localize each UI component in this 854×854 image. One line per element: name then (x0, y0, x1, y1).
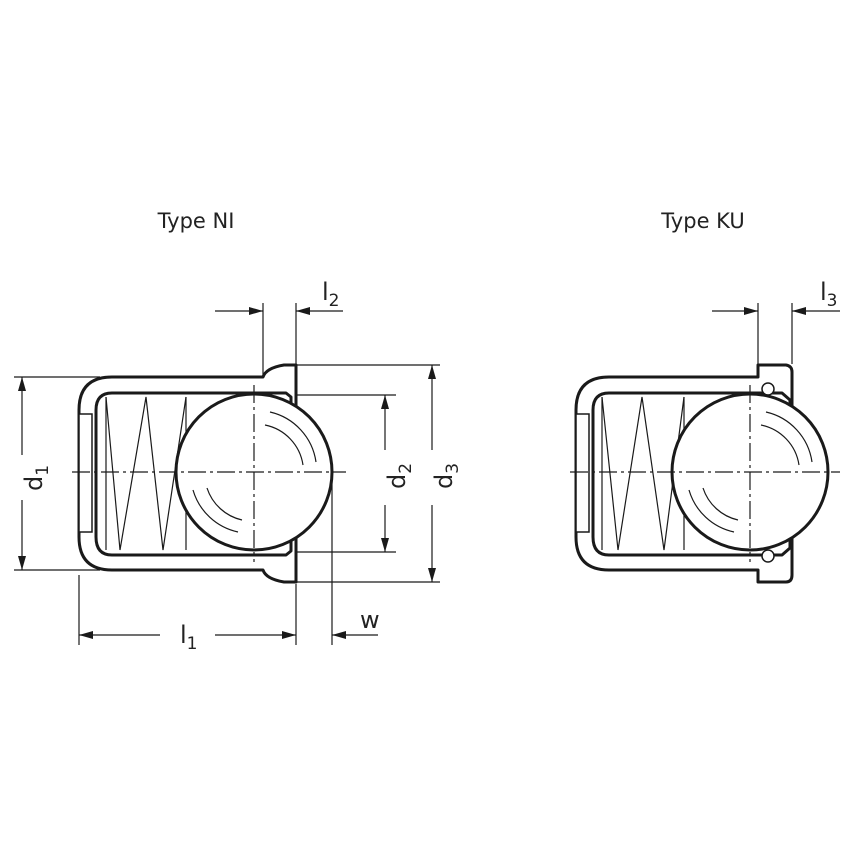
ku-retaining-ring (761, 549, 775, 563)
type-ni-drawing: d1 d2 d3 l2 l1 w (14, 278, 463, 654)
label-l1: l1 (180, 621, 198, 654)
ni-ball-highlight (192, 489, 239, 533)
ni-ball-highlight (206, 487, 243, 521)
ku-ball-highlight (702, 487, 739, 521)
label-w: w (360, 606, 380, 634)
label-l2: l2 (322, 278, 340, 311)
title-type-ni: Type NI (157, 209, 235, 233)
ni-housing-section (77, 363, 298, 584)
ku-end-plate (575, 413, 590, 533)
title-type-ku: Type KU (660, 209, 745, 233)
label-d2: d2 (383, 463, 416, 489)
ni-ball-highlight (269, 411, 317, 463)
ni-extension-lines (14, 303, 440, 645)
ku-retaining-ring (761, 382, 775, 396)
ku-ball-highlight (760, 424, 800, 466)
label-d3: d3 (430, 463, 463, 489)
ku-spring (601, 396, 685, 551)
ku-extension-lines (757, 303, 793, 364)
ku-ball-highlight (765, 411, 813, 463)
label-d1: d1 (20, 465, 53, 491)
label-l3: l3 (820, 278, 838, 311)
type-ku-drawing: l3 (570, 278, 840, 584)
ku-housing-section (574, 363, 794, 584)
ni-ball-highlight (264, 424, 304, 466)
ku-ball-highlight (688, 489, 735, 533)
ni-spring (105, 396, 187, 551)
ni-end-plate (78, 413, 93, 533)
